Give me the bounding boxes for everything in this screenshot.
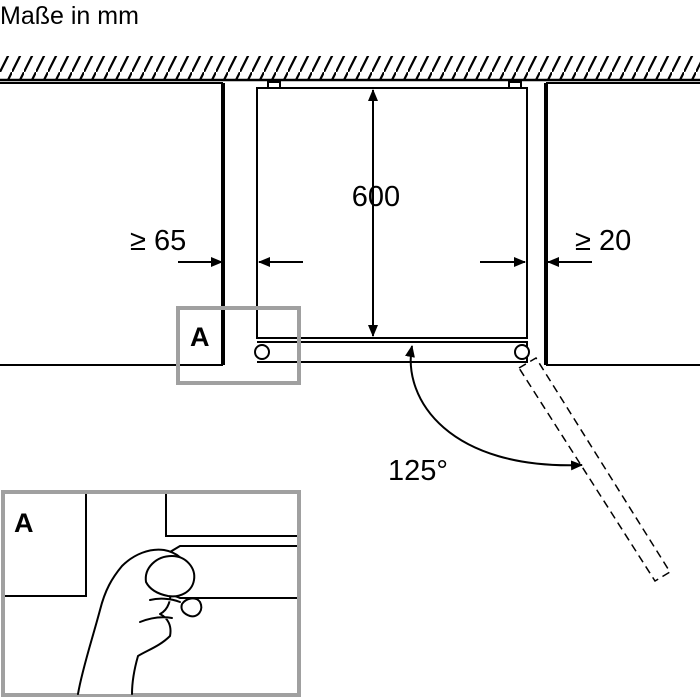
- detail-inset: A: [1, 490, 301, 697]
- door-closed: [254, 341, 530, 363]
- right-clearance-label: ≥ 20: [575, 225, 631, 257]
- left-clearance-label: ≥ 65: [130, 225, 186, 257]
- detail-inset-label: A: [14, 508, 34, 538]
- door-open-dashed: [517, 356, 672, 583]
- ceiling-hatching: [0, 56, 700, 82]
- door-angle-arc: [405, 345, 583, 471]
- right-cabinet: [546, 82, 700, 366]
- door-angle-label: 125°: [388, 455, 448, 487]
- detail-callout-label: A: [190, 322, 210, 352]
- detail-callout-box: [176, 306, 301, 385]
- units-title: Maße in mm: [0, 2, 139, 30]
- left-cabinet: [0, 82, 223, 366]
- appliance-body: [256, 81, 528, 339]
- height-dimension-label: 600: [352, 181, 400, 213]
- hand-illustration: [77, 548, 203, 695]
